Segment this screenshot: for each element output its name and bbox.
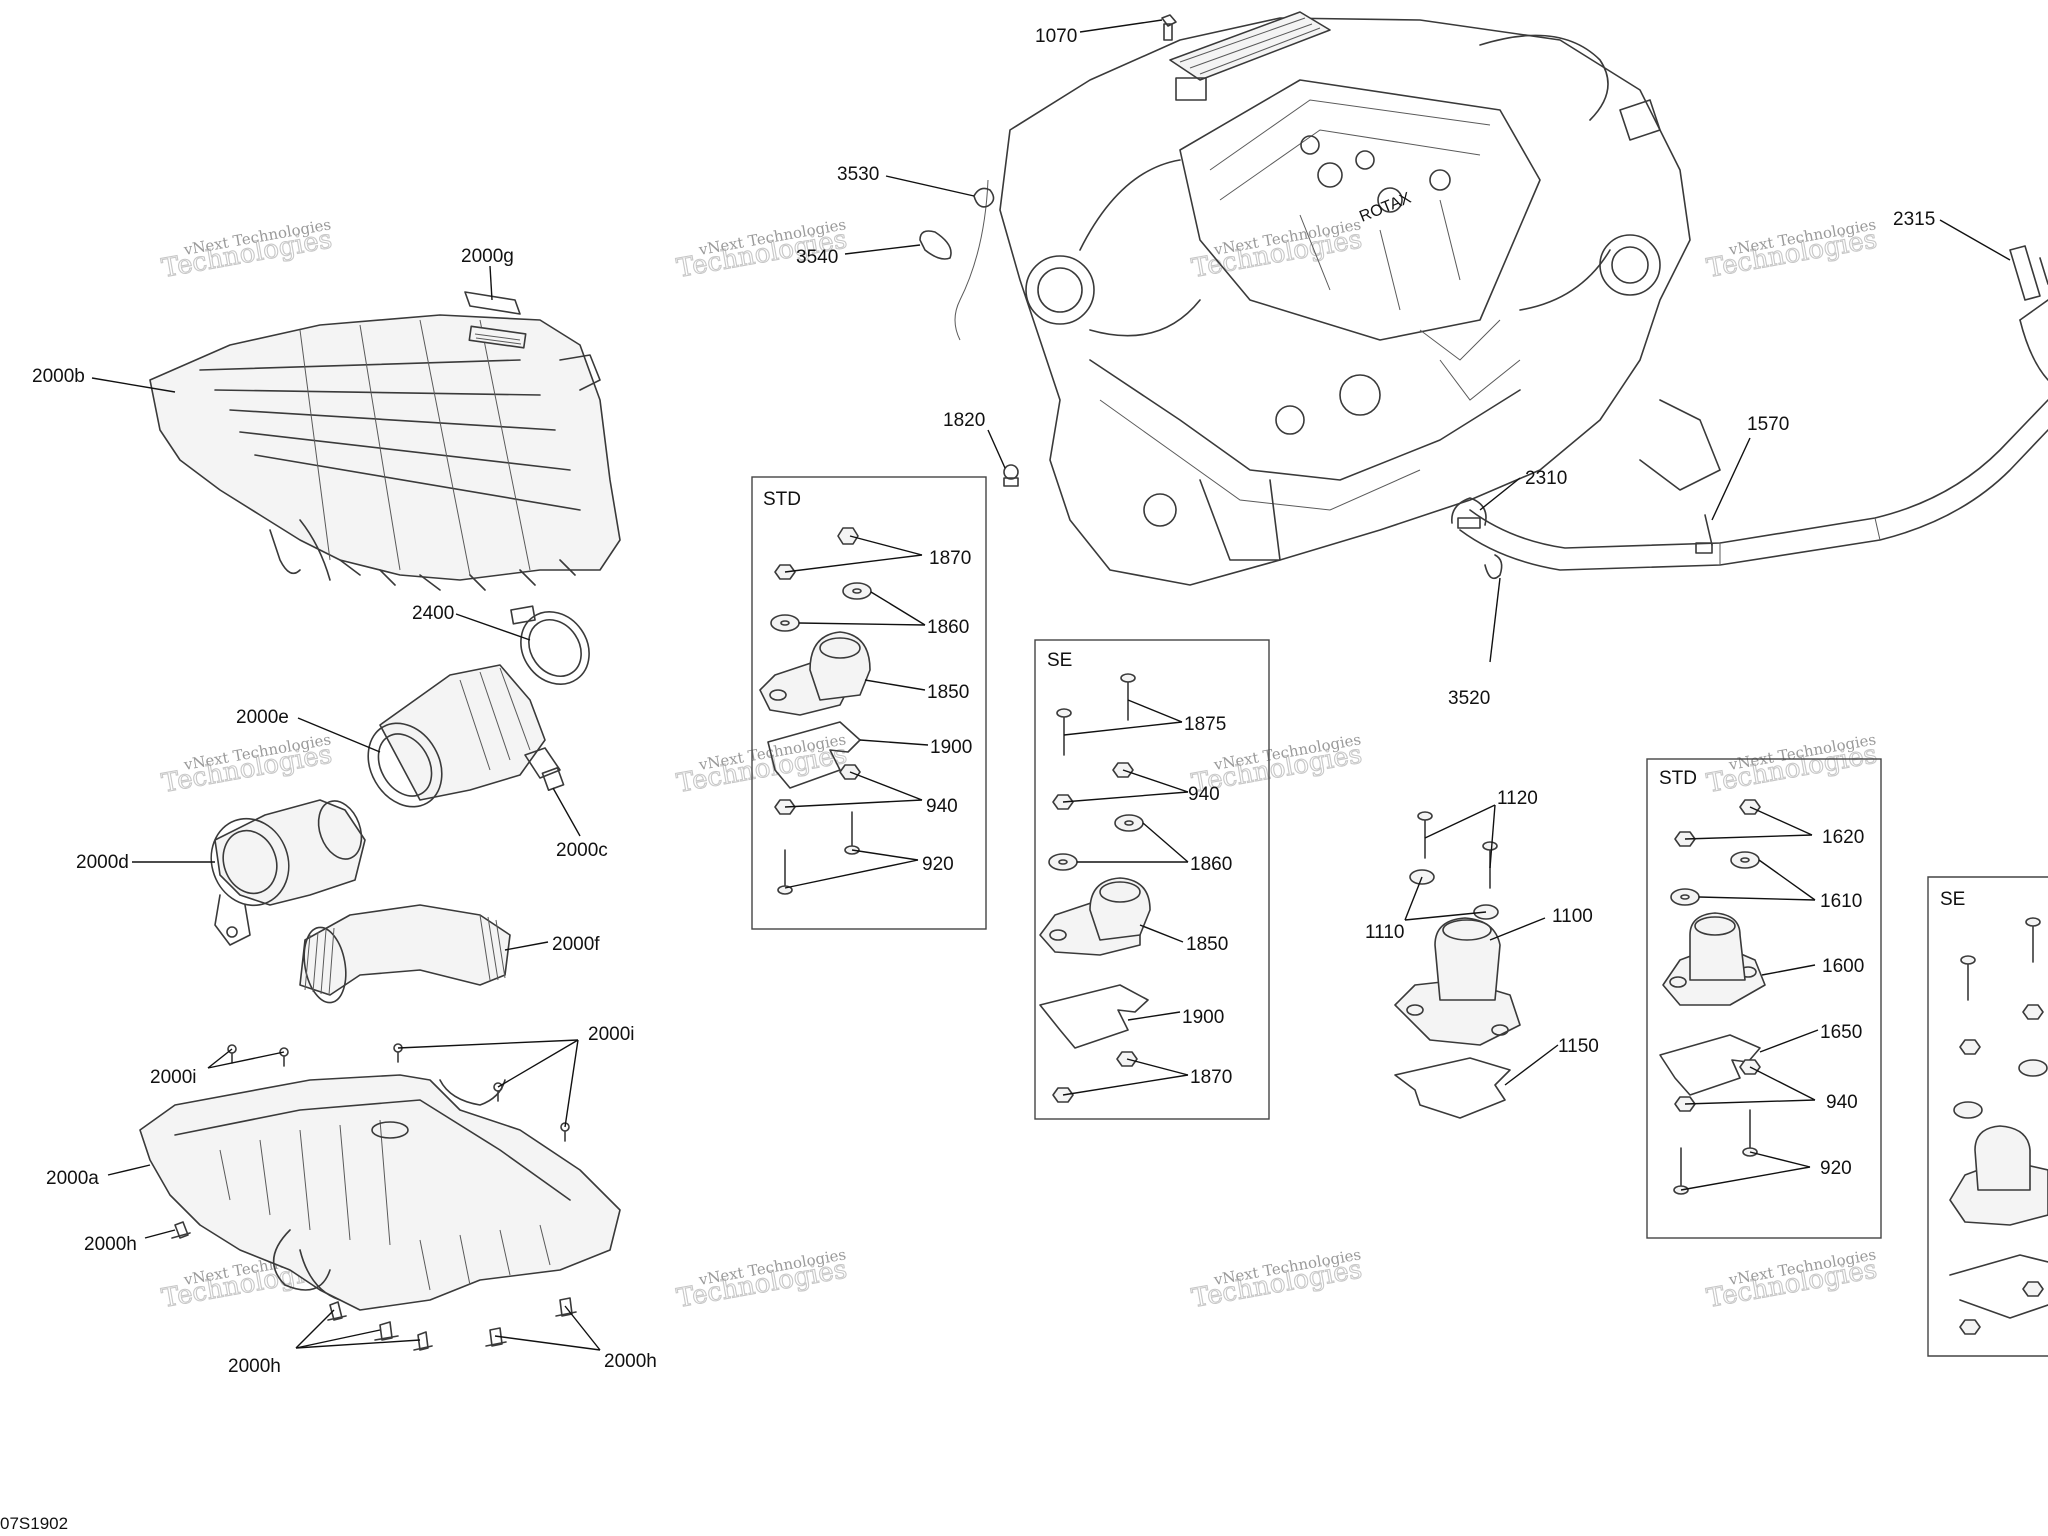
watermark: Technologies vNext Technologies xyxy=(1704,215,1880,284)
callout-1850: 1850 xyxy=(927,682,969,703)
watermark: Technologies vNext Technologies xyxy=(159,215,335,284)
callout-1570: 1570 xyxy=(1747,414,1789,435)
group-box-label: SE xyxy=(1047,650,1072,671)
callout-1600: 1600 xyxy=(1822,956,1864,977)
callout-2000g: 2000g xyxy=(461,246,514,267)
sticker-2000g xyxy=(464,291,521,315)
watermark: Technologies vNext Technologies xyxy=(1704,730,1880,799)
callout-2000d: 2000d xyxy=(76,852,129,873)
engine-small-parts xyxy=(919,14,1177,487)
group-box-label: STD xyxy=(1659,768,1697,789)
callout-920: 920 xyxy=(1820,1158,1852,1179)
watermark: Technologies vNext Technologies xyxy=(159,730,335,799)
document-reference-code: 07S1902 xyxy=(0,1514,69,1533)
callout-1100: 1100 xyxy=(1552,906,1593,927)
callout-2000a: 2000a xyxy=(46,1168,99,1189)
callout-2000h: 2000h xyxy=(604,1351,657,1372)
callout-2400: 2400 xyxy=(412,603,454,624)
callout-940: 940 xyxy=(1188,784,1220,805)
watermark: Technologies vNext Technologies xyxy=(1189,215,1365,284)
group-box-label: SE xyxy=(1940,889,1965,910)
callout-1870: 1870 xyxy=(929,548,971,569)
group-se-right: SE xyxy=(1927,876,2048,1357)
feet-2000h xyxy=(171,1221,577,1351)
callout-2315: 2315 xyxy=(1893,209,1935,230)
callout-3520: 3520 xyxy=(1448,688,1490,709)
callout-1875: 1875 xyxy=(1184,714,1226,735)
group-box-frame xyxy=(751,476,987,930)
callout-2000c: 2000c xyxy=(556,840,608,861)
callout-1900: 1900 xyxy=(1182,1007,1224,1028)
mount-1100 xyxy=(1394,811,1521,1119)
callout-1850: 1850 xyxy=(1186,934,1228,955)
callout-1650: 1650 xyxy=(1820,1022,1862,1043)
callout-1860: 1860 xyxy=(927,617,969,638)
callout-1070: 1070 xyxy=(1035,26,1077,47)
callout-1870: 1870 xyxy=(1190,1067,1232,1088)
callout-2000b: 2000b xyxy=(32,366,85,387)
callout-2000h: 2000h xyxy=(84,1234,137,1255)
callout-2000i: 2000i xyxy=(588,1024,635,1045)
callout-2000i: 2000i xyxy=(150,1067,197,1088)
callout-1610: 1610 xyxy=(1820,891,1862,912)
callout-labels: 1070 3530 3540 2315 2000g 2000b 1820 157… xyxy=(32,26,1935,1377)
callout-2000h: 2000h xyxy=(228,1356,281,1377)
callout-3530: 3530 xyxy=(837,164,879,185)
callout-2000e: 2000e xyxy=(236,707,289,728)
callout-1620: 1620 xyxy=(1822,827,1864,848)
engine-assembly: ROTAX xyxy=(954,11,1721,586)
callout-2310: 2310 xyxy=(1525,468,1567,489)
callout-1110: 1110 xyxy=(1365,922,1404,943)
leader-lines xyxy=(91,19,2011,1351)
callout-1820: 1820 xyxy=(943,410,985,431)
airbox-cover xyxy=(149,314,621,591)
callout-920: 920 xyxy=(922,854,954,875)
exhaust-pipe xyxy=(1451,245,2048,580)
engine-brand-label: ROTAX xyxy=(1357,190,1414,226)
callout-1120: 1120 xyxy=(1497,788,1538,809)
group-box-frame xyxy=(1646,758,1882,1239)
watermark: Technologies vNext Technologies xyxy=(1704,1245,1880,1314)
intake-duct-parts xyxy=(210,605,590,1004)
callout-2000f: 2000f xyxy=(552,934,600,955)
airbox-base xyxy=(139,1074,621,1311)
group-se-mid: SE xyxy=(1034,639,1270,1120)
watermark: Technologies vNext Technologies xyxy=(674,1245,850,1314)
watermark: Technologies vNext Technologies xyxy=(674,730,850,799)
group-box-frame xyxy=(1927,876,2048,1357)
callout-940: 940 xyxy=(1826,1092,1858,1113)
callout-1150: 1150 xyxy=(1558,1036,1599,1057)
callout-1900: 1900 xyxy=(930,737,972,758)
callout-940: 940 xyxy=(926,796,958,817)
group-box-label: STD xyxy=(763,489,801,510)
group-box-frame xyxy=(1034,639,1270,1120)
watermark: Technologies vNext Technologies xyxy=(1189,1245,1365,1314)
callout-3540: 3540 xyxy=(796,247,838,268)
callout-1860: 1860 xyxy=(1190,854,1232,875)
